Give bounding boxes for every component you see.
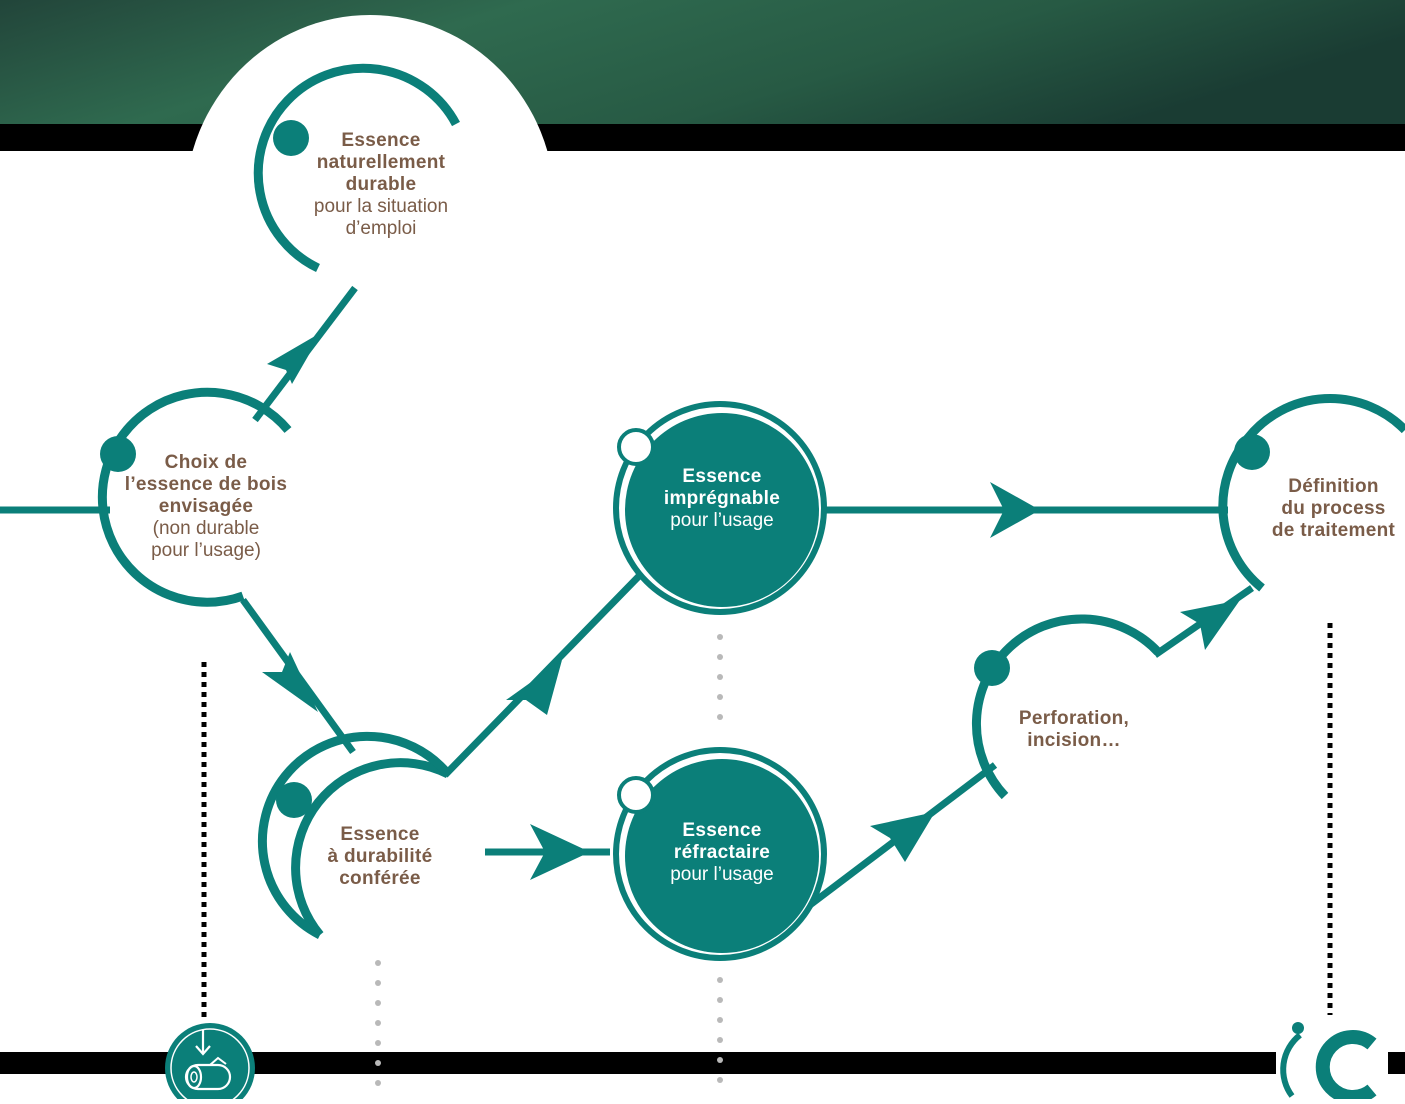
node-refractory-line-2: réfractaire [673, 842, 771, 863]
node-definition-line-2: du process [1281, 498, 1386, 519]
node-impregnable: Essence imprégnable pour l’usage [640, 466, 804, 532]
arrow-down-conferred [262, 652, 318, 712]
node-naturally-durable-ring [253, 63, 460, 273]
node-naturally-durable: Essence naturellement durable pour la si… [300, 130, 462, 240]
node-refractory-disc [613, 747, 827, 961]
node-conferred: Essence à durabilité conférée [300, 824, 460, 890]
node-definition-line-3: de traitement [1271, 520, 1396, 541]
arrow-right-refractory [530, 824, 590, 880]
node-conferred-ring [257, 731, 452, 940]
node-impregnable-disc [613, 401, 827, 615]
node-perforation-line-1: Perforation, [1018, 708, 1130, 729]
node-naturally-durable-line-5: d’emploi [345, 218, 417, 239]
node-choice: Choix de l’essence de bois envisagée (no… [118, 452, 294, 562]
arrowheads [262, 332, 1240, 880]
arrow-up-natural [267, 332, 322, 384]
arrow-right-definition [990, 482, 1040, 538]
node-refractory-line-1: Essence [682, 820, 762, 841]
node-definition-line-1: Définition [1288, 476, 1379, 497]
node-choice-line-3: envisagée [158, 496, 254, 517]
node-naturally-durable-line-3: durable [345, 174, 417, 195]
node-perforation: Perforation, incision… [990, 708, 1158, 752]
node-naturally-durable-line-2: naturellement [316, 152, 446, 173]
node-naturally-durable-line-4: pour la situation [313, 196, 449, 217]
node-impregnable-line-2: imprégnable [663, 488, 781, 509]
footer-black-band [0, 1052, 1405, 1074]
arrow-up-impregnable [506, 660, 562, 715]
node-definition: Définition du process de traitement [1262, 476, 1405, 542]
arrow-up-definition [1180, 600, 1240, 650]
dots-column-middle-top [717, 634, 723, 720]
arrow-up-perforation [870, 812, 935, 862]
node-impregnable-line-1: Essence [682, 466, 762, 487]
node-choice-line-2: l’essence de bois [124, 474, 288, 495]
node-choice-line-5: pour l’usage) [151, 540, 261, 561]
dots-column-left [375, 960, 381, 1086]
log-download-icon [165, 1023, 255, 1104]
node-conferred-line-2: à durabilité [327, 846, 433, 867]
node-refractory: Essence réfractaire pour l’usage [640, 820, 804, 886]
node-choice-line-1: Choix de [164, 452, 248, 473]
c-logo-icon [1276, 1022, 1388, 1104]
node-perforation-line-2: incision… [1027, 730, 1121, 751]
node-choice-line-4: (non durable [152, 518, 260, 539]
dotted-lines [201, 623, 1333, 1086]
node-impregnable-line-3: pour l’usage [670, 510, 774, 531]
node-conferred-line-3: conférée [339, 868, 421, 889]
dots-column-middle-bottom [717, 977, 723, 1083]
node-refractory-line-3: pour l’usage [670, 864, 774, 885]
node-conferred-line-1: Essence [340, 824, 420, 845]
node-choice-ring [97, 387, 292, 607]
node-perforation-ring [971, 614, 1162, 800]
node-definition-ring [1218, 394, 1405, 592]
node-naturally-durable-line-1: Essence [341, 130, 421, 151]
